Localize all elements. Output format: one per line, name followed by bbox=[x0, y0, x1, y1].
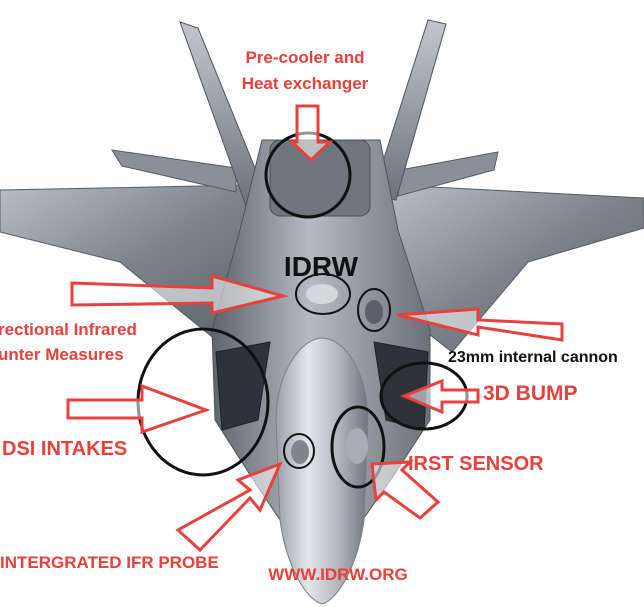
annotation-labels: Pre-cooler and Heat exchanger IDRW recti… bbox=[0, 48, 618, 584]
irst-circle bbox=[330, 405, 386, 489]
gun-port bbox=[365, 300, 383, 324]
cannon-label: 23mm internal cannon bbox=[448, 349, 618, 366]
dircm-circle bbox=[295, 273, 351, 315]
precooler-label-line2: Heat exchanger bbox=[242, 74, 369, 93]
upper-sensor bbox=[306, 284, 338, 304]
dsi-label: DSI INTAKES bbox=[2, 438, 127, 460]
precooler-arrow-icon bbox=[288, 104, 334, 163]
left-intake bbox=[215, 341, 271, 431]
annotation-arrows bbox=[66, 104, 564, 553]
idrw-watermark: IDRW bbox=[284, 251, 359, 282]
ifr-probe-fairing bbox=[291, 440, 309, 464]
left-stabilizer bbox=[111, 149, 237, 193]
ifr-probe-circle bbox=[283, 433, 315, 469]
dircm-label-line1: rectional Infrared bbox=[0, 320, 137, 339]
cannon-arrow-icon bbox=[397, 307, 564, 342]
irst-arrow-icon bbox=[370, 460, 441, 520]
ifr-arrow-icon bbox=[175, 461, 283, 553]
precooler-label-line1: Pre-cooler and bbox=[245, 48, 364, 67]
cannon-circle bbox=[357, 288, 391, 332]
bump-label: 3D BUMP bbox=[483, 382, 578, 405]
ifr-label: INTERGRATED IFR PROBE bbox=[0, 553, 219, 572]
right-tail-fin bbox=[371, 19, 447, 201]
dsi-arrow-icon bbox=[66, 383, 211, 435]
website-label: WWW.IDRW.ORG bbox=[268, 565, 407, 584]
bump-arrow-icon bbox=[400, 378, 480, 415]
irst-label: IRST SENSOR bbox=[408, 453, 544, 475]
dircm-arrow-icon bbox=[70, 274, 289, 315]
dircm-label-line2: unter Measures bbox=[0, 345, 124, 364]
aircraft-illustration bbox=[0, 19, 644, 605]
irst-housing bbox=[346, 428, 368, 464]
nose-cone bbox=[275, 337, 369, 605]
